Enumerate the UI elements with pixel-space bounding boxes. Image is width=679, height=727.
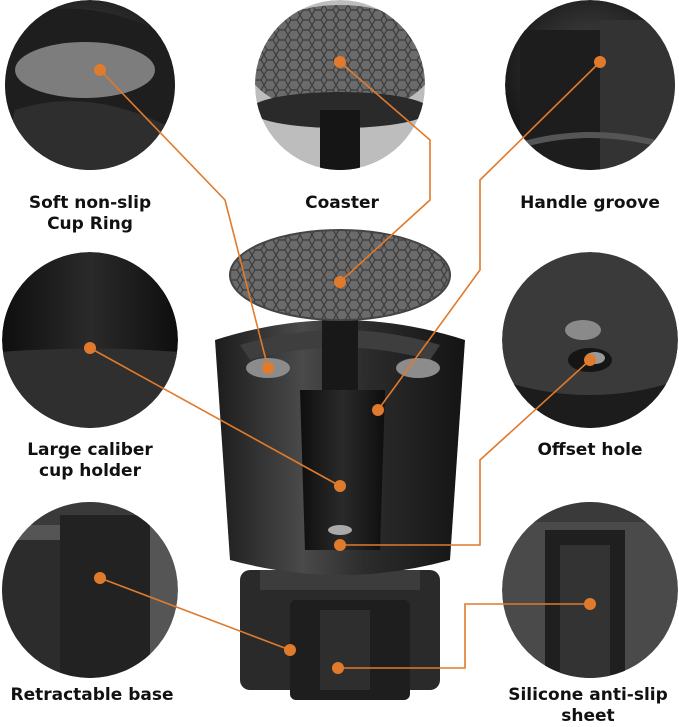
label-line: Handle groove <box>520 193 660 213</box>
leader-handle-groove <box>377 61 601 411</box>
cup-holder-product <box>215 229 465 700</box>
label-silicone-sheet: Silicone anti-slip sheet <box>497 685 679 727</box>
dot-offset-hole-detail <box>584 354 596 366</box>
leader-retractable-base <box>99 577 291 651</box>
dot-cup-ring-product <box>262 362 274 374</box>
dot-coaster-detail <box>334 56 346 68</box>
label-line: cup holder <box>39 461 141 481</box>
label-line: Offset hole <box>537 440 643 460</box>
label-coaster: Coaster <box>262 193 422 214</box>
dot-silicone-sheet-detail <box>584 598 596 610</box>
leader-large-caliber <box>89 347 341 487</box>
leader-lines <box>89 61 601 669</box>
detail-circle-coaster <box>255 0 425 170</box>
dot-silicone-sheet-product <box>332 662 344 674</box>
label-cup-ring: Soft non-slip Cup Ring <box>10 193 170 235</box>
dot-coaster-product <box>334 276 346 288</box>
dot-large-caliber-product <box>334 480 346 492</box>
detail-circle-large-caliber <box>2 252 178 428</box>
leader-offset-hole <box>340 359 591 546</box>
label-offset-hole: Offset hole <box>505 440 675 461</box>
callout-dots <box>84 56 606 674</box>
label-large-caliber: Large caliber cup holder <box>10 440 170 482</box>
label-line: Silicone anti-slip <box>508 685 668 705</box>
label-retractable-base: Retractable base <box>2 685 182 706</box>
label-line: Soft non-slip <box>28 193 152 213</box>
label-line: sheet <box>561 706 615 726</box>
detail-circle-handle-groove <box>505 0 675 170</box>
dot-large-caliber-detail <box>84 342 96 354</box>
dot-retractable-base-product <box>284 644 296 656</box>
leader-cup-ring <box>99 69 269 369</box>
detail-circle-cup-ring <box>5 0 175 170</box>
dot-handle-groove-product <box>372 404 384 416</box>
leader-silicone-sheet <box>338 603 590 669</box>
detail-circle-silicone-sheet <box>502 502 678 678</box>
dot-retractable-base-detail <box>94 572 106 584</box>
label-line: Large caliber <box>27 440 153 460</box>
label-handle-groove: Handle groove <box>505 193 675 214</box>
label-line: Cup Ring <box>47 214 133 234</box>
dot-cup-ring-detail <box>94 64 106 76</box>
dot-offset-hole-product <box>334 539 346 551</box>
label-line: Coaster <box>305 193 379 213</box>
label-line: Retractable base <box>10 685 174 705</box>
detail-circle-offset-hole <box>502 252 678 428</box>
dot-handle-groove-detail <box>594 56 606 68</box>
detail-circle-retractable-base <box>2 502 178 678</box>
leader-coaster <box>339 61 431 283</box>
